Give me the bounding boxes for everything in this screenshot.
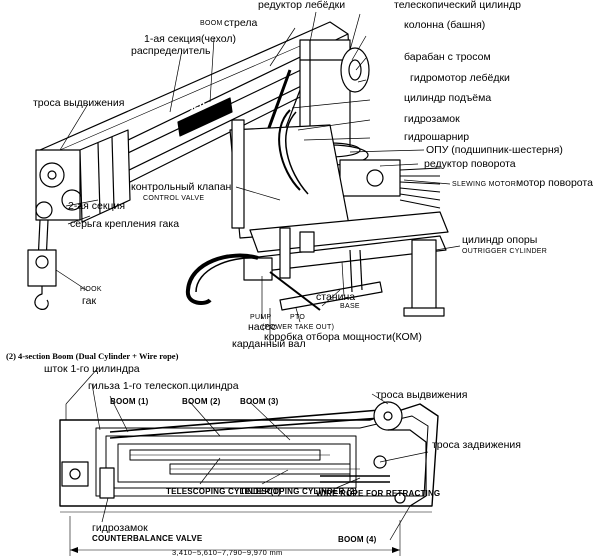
section-leader-lines <box>65 367 429 541</box>
label-swivel: гидрошарнир <box>404 131 470 143</box>
label-outrigger-en: OUTRIGGER CYLINDER <box>462 248 548 255</box>
label-slewing-motor-ru: мотор поворота <box>516 177 593 189</box>
label-telescopic-cylinder: телескопический цилиндр <box>394 0 521 11</box>
label-hydrolock-lower: гидрозамок <box>92 522 148 534</box>
label-section1: 1-ая секция(чехол) <box>144 33 236 45</box>
label-boom4: BOOM (4) <box>338 535 377 544</box>
label-hydromotor-winch: гидромотор лебёдки <box>410 72 510 84</box>
label-tele-cyl1: TELESCOPING CYLINDER(1) <box>166 487 281 496</box>
label-pto-full-en: (POWER TAKE OUT) <box>262 324 335 331</box>
label-control-valve-en: CONTROL VALVE <box>143 195 205 202</box>
label-boom-en: BOOM <box>200 20 223 27</box>
label-slewing-motor-en: SLEWING MOTOR <box>452 181 517 188</box>
label-cardan: карданный вал <box>232 338 306 350</box>
label-distributor: распределитель <box>131 45 211 57</box>
label-column: колонна (башня) <box>404 19 486 31</box>
label-hydrolock: гидрозамок <box>404 113 460 125</box>
label-reducer-winch: редуктор лебёдки <box>258 0 346 11</box>
dimension-label: 3,410~5,610~7,790~9,970 mm <box>172 548 283 557</box>
label-hook-en: HOOK <box>80 286 102 293</box>
label-lift-cylinder: цилиндр подъёма <box>404 92 492 104</box>
label-base-ru: станина <box>316 291 356 303</box>
label-rod1: шток 1-го цилиндра <box>44 363 140 375</box>
label-boom1: BOOM (1) <box>110 397 149 406</box>
label-slewing-reducer: редуктор поворота <box>424 158 516 170</box>
boom-assembly <box>27 21 351 310</box>
label-pump-ru: насос <box>248 321 277 333</box>
label-boom3: BOOM (3) <box>240 397 279 406</box>
section-boom <box>59 401 439 556</box>
label-wire-rope: WIRE ROPE FOR RETRACTING <box>316 489 441 498</box>
label-pump-en: PUMP <box>250 314 272 321</box>
label-boom2: BOOM (2) <box>182 397 221 406</box>
label-counterbalance: COUNTERBALANCE VALVE <box>92 534 203 543</box>
label-outrigger-ru: цилиндр опоры <box>462 234 538 246</box>
label-sleeve1: гильза 1-го телескоп.цилиндра <box>88 380 239 392</box>
leader-lines <box>55 11 461 343</box>
label-opu: ОПУ (подшипник-шестерня) <box>426 144 563 156</box>
label-hook-bracket: серьга крепления гака <box>70 218 180 230</box>
label-boom-ru: стрела <box>224 17 258 29</box>
label-retract-ropes: троса задвижения <box>432 439 521 451</box>
label-section2: 2-ая секция <box>68 200 126 212</box>
label-pto-ru: коробка отбора мощности(КОМ) <box>264 331 422 343</box>
label-base-en: BASE <box>340 303 360 310</box>
label-control-valve-ru: контрольный клапан <box>131 181 232 193</box>
section-title: (2) 4-section Boom (Dual Cylinder + Wire… <box>6 351 179 361</box>
label-extension-ropes: троса выдвижения <box>33 97 125 109</box>
label-extension-ropes-lower: троса выдвижения <box>376 389 468 401</box>
label-drum: барабан с тросом <box>404 51 491 63</box>
label-pto-en: PTO <box>290 314 306 321</box>
label-hook-ru: гак <box>82 295 97 307</box>
label-tele-cyl2: TELESCOPING CYLINDER (2) <box>240 487 358 496</box>
